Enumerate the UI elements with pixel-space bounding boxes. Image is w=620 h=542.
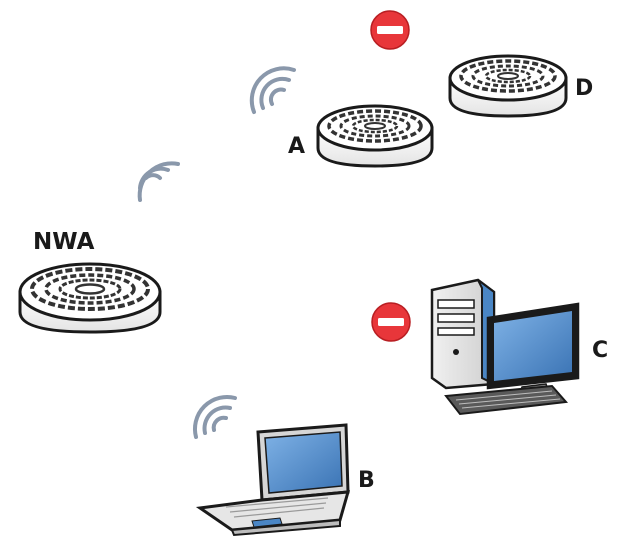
node-label-d: D: [575, 76, 593, 101]
access-point-nwa-icon: [18, 262, 162, 334]
laptop-icon: [195, 423, 351, 537]
node-label-nwa: NWA: [33, 229, 95, 255]
node-label-a: A: [288, 134, 305, 159]
blocked-icon: [371, 302, 411, 342]
wifi-signal-icon: [137, 161, 180, 202]
desktop-computer-icon: [430, 278, 580, 416]
blocked-icon: [370, 10, 410, 50]
wifi-signal-icon: [249, 66, 296, 114]
access-point-a-icon: [316, 104, 434, 168]
wifi-signal-icon: [192, 394, 237, 439]
node-label-b: B: [358, 468, 375, 493]
node-label-c: C: [592, 338, 608, 363]
access-point-d-icon: [448, 54, 568, 118]
